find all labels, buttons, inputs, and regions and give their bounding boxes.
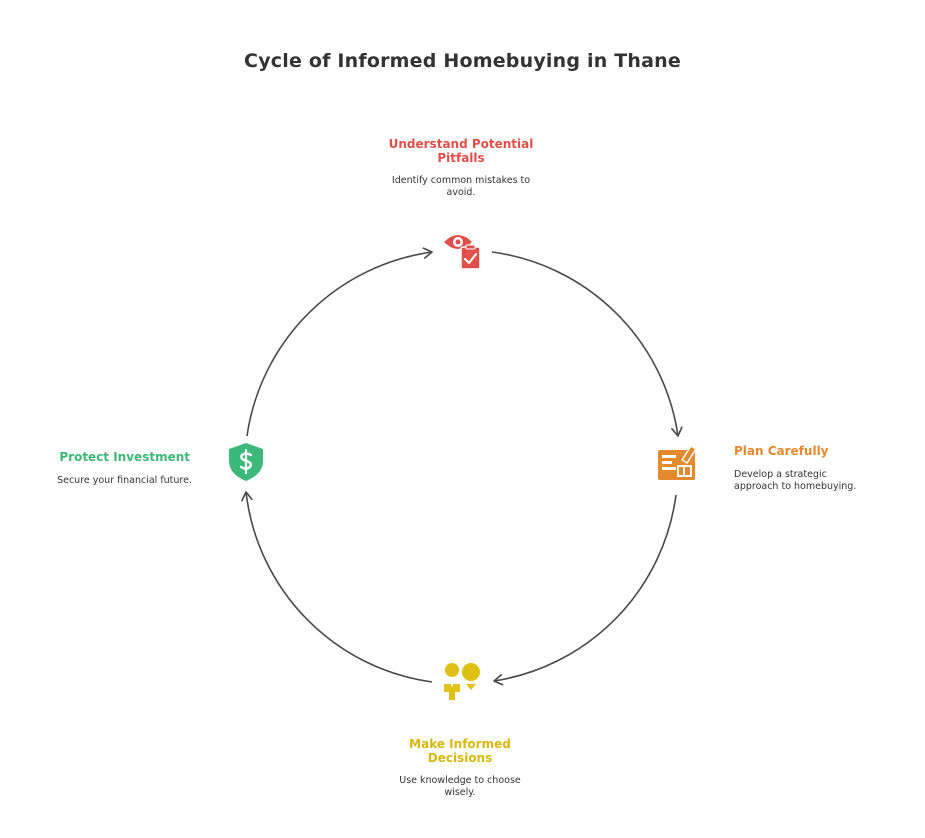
shield-dollar-icon (229, 443, 263, 481)
step-title-decisions: Make Informed Decisions (409, 737, 511, 765)
step-desc-plan: Develop a strategic approach to homebuyi… (734, 469, 857, 492)
step-desc-protect: Secure your financial future. (57, 475, 192, 486)
arrow-protect-to-pitfalls (246, 247, 433, 437)
step-title-plan: Plan Carefully (734, 444, 829, 458)
person-lightbulb-icon (444, 663, 480, 700)
arrow-pitfalls-to-plan (491, 251, 683, 437)
step-title-pitfalls: Understand Potential Pitfalls (388, 137, 534, 165)
step-desc-pitfalls: Identify common mistakes to avoid. (391, 175, 531, 198)
step-desc-decisions: Use knowledge to choose wisely. (399, 775, 521, 798)
arrow-plan-to-decisions (493, 494, 677, 686)
diagram-title: Cycle of Informed Homebuying in Thane (244, 50, 681, 72)
blueprint-pencil-icon (658, 445, 697, 480)
step-title-protect: Protect Investment (59, 450, 190, 464)
arrow-decisions-to-protect (241, 491, 433, 683)
eye-clipboard-icon (444, 235, 481, 270)
